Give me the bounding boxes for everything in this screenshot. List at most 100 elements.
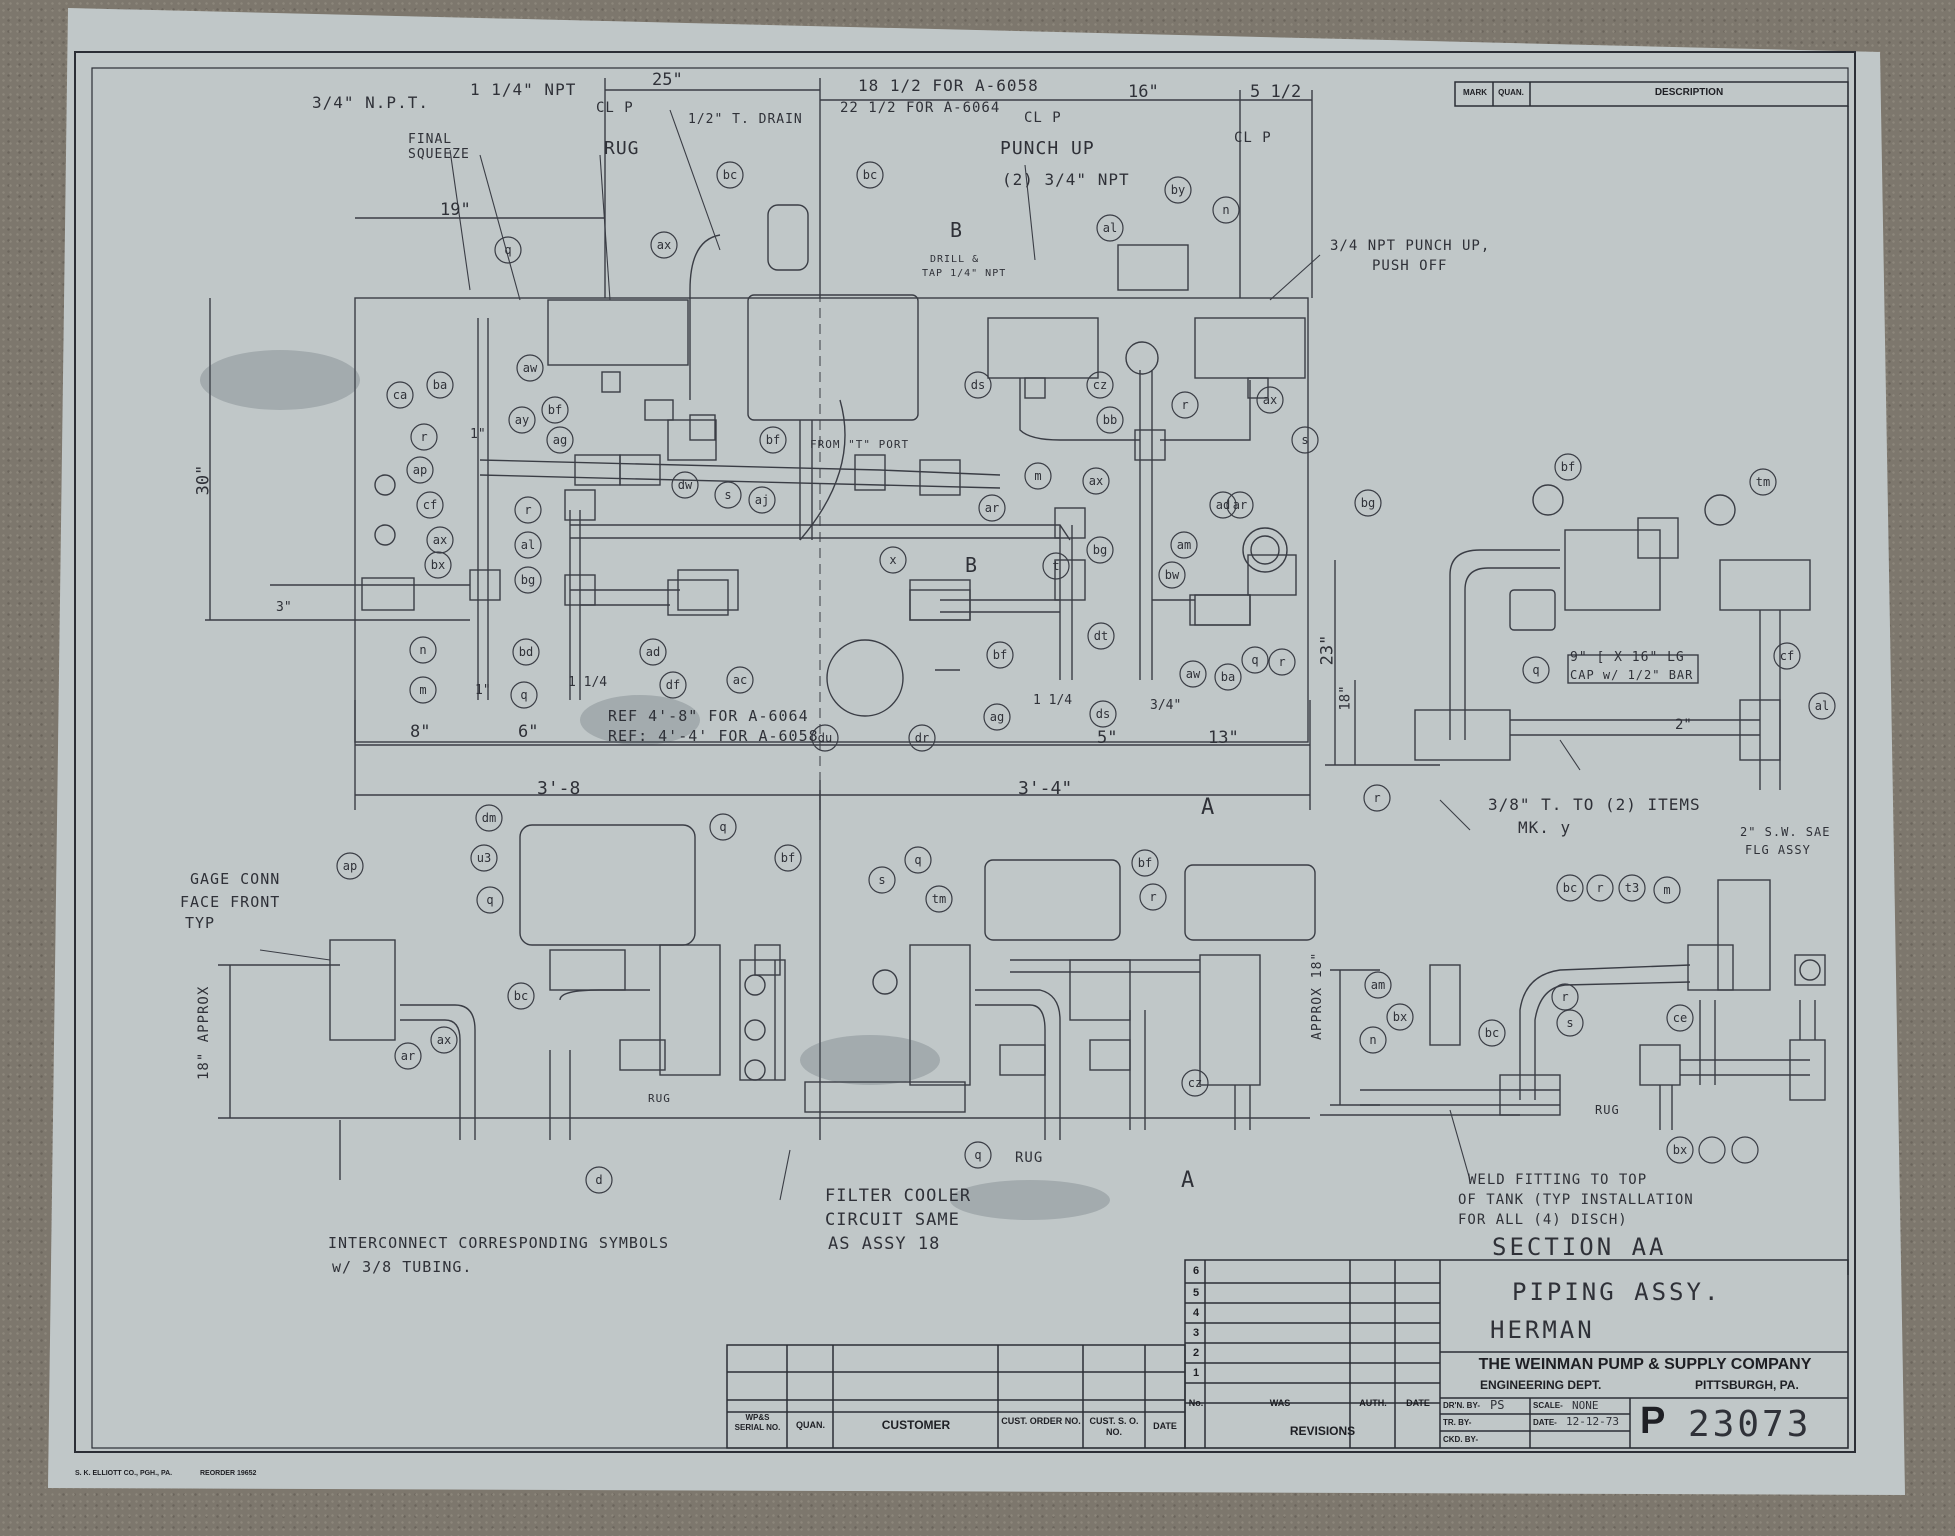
cust-so-header: CUST. S. O. NO. (1089, 1416, 1139, 1437)
note-from-t-port: FROM "T" PORT (810, 438, 910, 451)
dim-13: 13" (1208, 728, 1239, 748)
note-approx-right: APPROX 18" (1310, 951, 1325, 1040)
callout-bubble-label: ay (514, 413, 530, 427)
callout-bubble-label: bg (1360, 496, 1376, 510)
callout-bubble-label: tm (931, 892, 947, 906)
section-bb (1325, 484, 1811, 790)
drawing-title-line-1: PIPING ASSY. (1512, 1278, 1722, 1306)
revision-no-header: No. (1188, 1398, 1204, 1408)
section-aa-title: SECTION AA (1492, 1233, 1667, 1261)
centerline-mark-1: CL P (596, 100, 634, 116)
scale-label: SCALE- (1533, 1401, 1563, 1410)
note-t-items-2: MK. y (1518, 818, 1572, 837)
callout-bubble-label: r (420, 430, 428, 444)
scale-value: NONE (1572, 1399, 1599, 1412)
revisions-label: REVISIONS (1289, 1424, 1356, 1438)
callout-bubble-label: q (486, 893, 494, 907)
drawing-number: 23073 (1688, 1404, 1812, 1445)
centerline-mark-3: CL P (1234, 130, 1272, 146)
dim-3-4-in: 3/4" (1150, 698, 1182, 713)
callout-bubble-label: df (665, 678, 681, 692)
note-drill-tap-1: DRILL & (930, 254, 980, 265)
note-npt-114: 1 1/4" NPT (470, 80, 577, 99)
note-t-items-1: 3/8" T. TO (2) ITEMS (1488, 795, 1701, 814)
note-drill-tap-2: TAP 1/4" NPT (922, 268, 1007, 279)
callout-bubble-label: s (878, 873, 886, 887)
callout-bubble-label: ba (1220, 670, 1236, 684)
revision-number-4: 4 (1192, 1307, 1200, 1319)
note-filter-1: FILTER COOLER (825, 1186, 972, 1206)
mark-table (1454, 81, 1849, 107)
note-gage-conn-3: TYP (185, 914, 216, 932)
callout-bubble-label: ag (552, 433, 568, 447)
callout-bubble-label: bc (1562, 881, 1578, 895)
note-flg-assy-2: FLG ASSY (1745, 843, 1811, 857)
callout-bubble-label: ca (392, 388, 408, 402)
callout-bubble-label: q (504, 243, 512, 257)
callout-bubble-label: dm (481, 811, 497, 825)
revision-number-3: 3 (1192, 1327, 1200, 1339)
callout-bubble-label: dr (914, 731, 930, 745)
dim-5-half: 5 1/2 (1250, 82, 1302, 102)
callout-bubble-label: am (1176, 538, 1192, 552)
dim-8: 8" (410, 722, 431, 742)
drawing-title-line-2: HERMAN (1490, 1316, 1595, 1344)
note-filter-2: CIRCUIT SAME (825, 1210, 960, 1230)
note-ref-6058: REF: 4'-4' FOR A-6058 (608, 727, 819, 745)
mark-header: MARK (1463, 88, 1487, 97)
callout-bubble-label: ar (1232, 498, 1248, 512)
callout-bubble-label: r (1181, 398, 1189, 412)
callout-bubble-label: cf (422, 498, 438, 512)
callout-bubble-label: q (1251, 653, 1259, 667)
revision-number-1: 1 (1192, 1367, 1200, 1379)
callout-bubble-label: cz (1092, 378, 1108, 392)
paper-sheet (48, 8, 1905, 1495)
callout-bubble-label: r (1149, 890, 1157, 904)
callout-bubble-label: u3 (476, 851, 492, 865)
drawn-by-value: PS (1490, 1398, 1505, 1412)
note-weld-2: OF TANK (TYP INSTALLATION (1458, 1192, 1694, 1208)
company-name: THE WEINMAN PUMP & SUPPLY COMPANY (1478, 1356, 1812, 1373)
callout-bubble-label: q (1532, 663, 1540, 677)
dim-19: 19" (440, 200, 471, 220)
note-interconnect-1: INTERCONNECT CORRESPONDING SYMBOLS (328, 1234, 670, 1252)
callout-bubble-label: bd (518, 645, 534, 659)
revision-auth-header: AUTH. (1359, 1398, 1387, 1408)
callout-bubble-label: m (1034, 469, 1042, 483)
section-mark-a-top: A (1201, 795, 1218, 820)
note-weld-3: FOR ALL (4) DISCH) (1458, 1212, 1628, 1228)
callout-bubble-label: ax (436, 1033, 452, 1047)
callout-bubble-label: n (419, 643, 427, 657)
callout-bubble-label: bg (1092, 543, 1108, 557)
callout-bubble-label: m (1663, 883, 1671, 897)
note-interconnect-2: w/ 3/8 TUBING. (332, 1258, 473, 1276)
callout-bubble-label: am (1370, 978, 1386, 992)
dim-5: 5" (1097, 728, 1118, 748)
callout-bubble-label: ap (342, 859, 358, 873)
callout-bubble-label: q (914, 853, 922, 867)
section-mark-a-bottom: A (1181, 1168, 1198, 1193)
printer-note: S. K. ELLIOTT CO., PGH., PA. (75, 1470, 173, 1477)
checked-by-label: CKD. BY- (1443, 1435, 1479, 1444)
dim-3-4: 3'-4" (1018, 778, 1073, 799)
revision-number-6: 6 (1192, 1265, 1200, 1277)
dim-6: 6" (518, 722, 539, 742)
city: PITTSBURGH, PA. (1695, 1378, 1799, 1392)
callout-bubble-label: s (1301, 433, 1309, 447)
callout-bubble-label: ad (645, 645, 661, 659)
callout-bubble-label: al (520, 538, 536, 552)
description-header: DESCRIPTION (1654, 87, 1724, 98)
callout-bubble-label: ac (732, 673, 748, 687)
callout-bubble-label: ax (1088, 474, 1104, 488)
dim-23: 23" (1317, 634, 1338, 666)
note-punch-push-2: PUSH OFF (1372, 258, 1448, 274)
callout-bubble-label: ax (1262, 393, 1278, 407)
front-elevation (218, 790, 1316, 1180)
date-order-header: DATE (1153, 1421, 1177, 1431)
revision-number-5: 5 (1192, 1287, 1200, 1299)
customer-header: CUSTOMER (881, 1418, 951, 1432)
callout-bubble-label: ag (989, 710, 1005, 724)
callout-bubble-label: q (974, 1148, 982, 1162)
callout-bubble-label: x (889, 553, 897, 567)
